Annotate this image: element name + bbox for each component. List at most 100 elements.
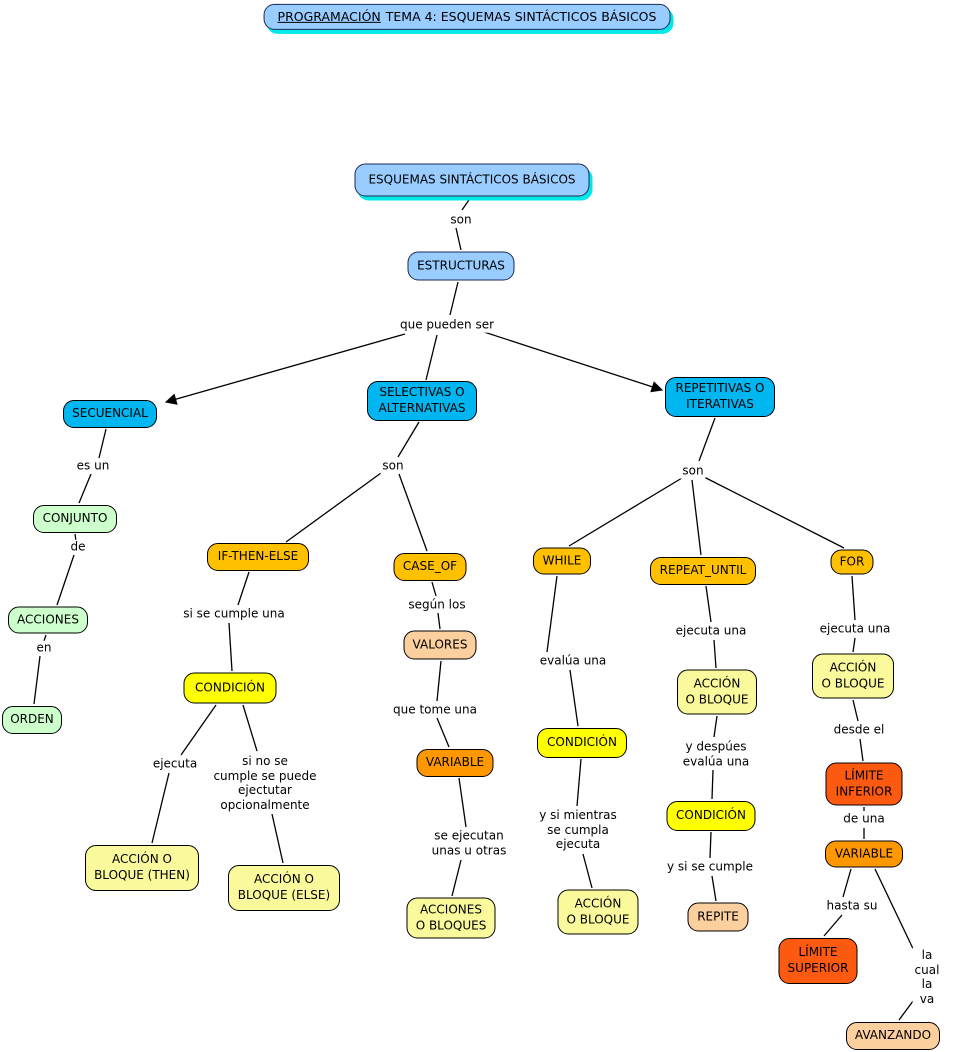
node-selectivas-o-alternativas[interactable]: SELECTIVAS O ALTERNATIVAS [367, 381, 477, 421]
edge-line-15 [237, 571, 250, 606]
edge-line-40 [711, 875, 717, 902]
edge-line-32 [569, 669, 579, 727]
edge-line-22 [437, 612, 441, 630]
edge-line-48 [823, 914, 843, 937]
edge-line-16 [228, 622, 233, 672]
edge-line-26 [451, 859, 462, 897]
node-case-of[interactable]: CASE_OF [393, 553, 467, 581]
phrase-son-repetitivas: son [680, 463, 706, 479]
phrase-si-no-se-cumple: si no se cumple se puede ejectutar opcio… [211, 753, 319, 813]
node-accion-o-bloque-while[interactable]: ACCIÓN O BLOQUE [557, 889, 639, 935]
node-variable-for[interactable]: VARIABLE [825, 840, 903, 868]
node-acciones[interactable]: ACCIONES [8, 606, 88, 634]
edge-line-0 [461, 196, 472, 211]
phrase-hasta-su: hasta su [824, 898, 880, 914]
node-condicion-if[interactable]: CONDICIÓN [183, 672, 277, 704]
node-avanzando[interactable]: AVANZANDO [846, 1022, 940, 1050]
node-secuencial[interactable]: SECUENCIAL [63, 400, 157, 428]
edge-line-18 [151, 772, 170, 844]
edge-line-5 [480, 330, 664, 393]
phrase-desde-el: desde el [831, 722, 887, 738]
node-acciones-o-bloques[interactable]: ACCIONES O BLOQUES [406, 897, 496, 939]
edge-line-7 [78, 473, 92, 504]
edge-line-42 [852, 637, 856, 653]
phrase-si-se-cumple-una: si se cumple una [181, 606, 287, 622]
node-condicion-repeat[interactable]: CONDICIÓN [666, 801, 756, 831]
edge-line-12 [397, 421, 420, 458]
phrase-son-root: son [448, 212, 474, 228]
node-variable-case[interactable]: VARIABLE [416, 749, 494, 777]
phrase-son-selectivas: son [380, 458, 406, 474]
edge-line-49 [874, 868, 918, 958]
edge-line-39 [709, 831, 712, 859]
edge-line-36 [713, 639, 717, 669]
map-title-rest: TEMA 4: ESQUEMAS SINTÁCTICOS BÁSICOS [385, 8, 657, 24]
phrase-de-una: de una [841, 811, 887, 827]
edge-line-34 [582, 853, 593, 889]
phrase-en: en [34, 640, 54, 656]
phrase-y-si-mientras: y si mientras se cumpla ejecuta [537, 808, 619, 852]
map-title-underlined: PROGRAMACIÓN [277, 8, 381, 24]
edge-line-17 [180, 704, 217, 756]
edge-line-37 [713, 715, 718, 738]
node-repite[interactable]: REPITE [687, 902, 749, 932]
node-accion-o-bloque-then[interactable]: ACCIÓN O BLOQUE (THEN) [85, 845, 199, 891]
node-repeat-until[interactable]: REPEAT_UNTIL [650, 557, 756, 585]
phrase-la-cual-la-va: la cual la va [912, 947, 942, 1007]
edge-line-6 [98, 428, 107, 459]
edge-line-11 [33, 655, 41, 705]
edge-line-33 [576, 758, 582, 807]
edge-line-30 [703, 476, 845, 549]
node-limite-inferior[interactable]: LÍMITE INFERIOR [825, 762, 903, 806]
edge-line-41 [851, 575, 856, 621]
edge-line-24 [436, 717, 450, 748]
edge-line-29 [691, 479, 702, 556]
node-accion-o-bloque-repeat[interactable]: ACCIÓN O BLOQUE [677, 669, 757, 715]
phrase-y-si-se-cumple: y si se cumple [665, 859, 755, 875]
phrase-ejecuta-una-repeat: ejecuta una [673, 623, 749, 639]
node-repetitivas-o-iterativas[interactable]: REPETITIVAS O ITERATIVAS [665, 377, 775, 417]
node-limite-superior[interactable]: LÍMITE SUPERIOR [778, 938, 858, 984]
edge-line-27 [698, 417, 716, 462]
node-if-then-else[interactable]: IF-THEN-ELSE [207, 543, 309, 571]
node-estructuras[interactable]: ESTRUCTURAS [407, 251, 515, 281]
edge-line-9 [56, 554, 75, 606]
edge-line-47 [842, 868, 852, 898]
phrase-evalua-una: evalúa una [537, 653, 609, 669]
node-while[interactable]: WHILE [533, 547, 591, 575]
edge-line-21 [431, 581, 437, 597]
edge-line-4 [425, 334, 438, 381]
node-esquemas-sintacticos-basicos[interactable]: ESQUEMAS SINTÁCTICOS BÁSICOS [354, 163, 590, 197]
edge-line-1 [455, 227, 462, 251]
edge-line-38 [711, 769, 714, 800]
node-valores[interactable]: VALORES [403, 630, 477, 660]
node-conjunto[interactable]: CONJUNTO [33, 505, 117, 533]
edge-line-28 [568, 477, 683, 547]
edge-line-19 [242, 704, 258, 752]
edge-line-20 [271, 813, 284, 864]
edge-line-23 [436, 660, 442, 702]
edge-line-31 [546, 575, 558, 653]
edge-line-44 [859, 738, 864, 762]
node-for[interactable]: FOR [830, 549, 874, 575]
node-accion-o-bloque-else[interactable]: ACCIÓN O BLOQUE (ELSE) [228, 865, 340, 911]
edge-line-43 [852, 699, 859, 722]
node-accion-o-bloque-for[interactable]: ACCIÓN O BLOQUE [812, 653, 894, 699]
phrase-que-pueden-ser: que pueden ser [397, 317, 497, 333]
edge-line-14 [398, 473, 428, 552]
phrase-ejecuta-una-for: ejecuta una [817, 621, 893, 637]
phrase-y-despues: y despúes evalúa una [680, 739, 752, 769]
phrase-se-ejecutan: se ejecutan unas u otras [429, 828, 509, 858]
phrase-de: de [68, 539, 88, 555]
phrase-que-tome-una: que tome una [391, 702, 479, 718]
phrase-ejecuta: ejecuta [150, 756, 200, 772]
node-condicion-while[interactable]: CONDICIÓN [537, 728, 627, 758]
edge-line-2 [449, 281, 459, 316]
node-orden[interactable]: ORDEN [2, 706, 62, 734]
edge-line-13 [285, 472, 382, 543]
phrase-segun-los: según los [406, 597, 468, 613]
edge-line-35 [705, 585, 712, 623]
